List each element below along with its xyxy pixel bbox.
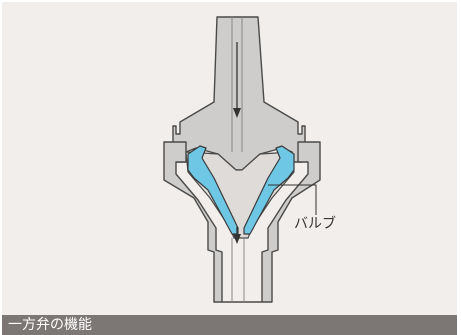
valve-upper-housing	[172, 16, 306, 171]
valve-callout-label: バルブ	[294, 215, 336, 232]
figure-caption: 一方弁の機能	[8, 317, 92, 333]
caption-bar: 一方弁の機能	[2, 315, 457, 335]
valve-lower-housing	[163, 141, 321, 303]
valve-membrane-left	[187, 145, 239, 235]
valve-membrane-right	[243, 145, 295, 235]
flow-arrow-down-top	[233, 42, 241, 118]
valve-diagram: バルブ	[2, 2, 457, 315]
valve-cross-section: バルブ	[163, 16, 336, 303]
valve-chamber	[185, 151, 295, 239]
valve-callout-leader	[268, 184, 317, 215]
flow-arrow-down-bottom	[233, 227, 241, 244]
